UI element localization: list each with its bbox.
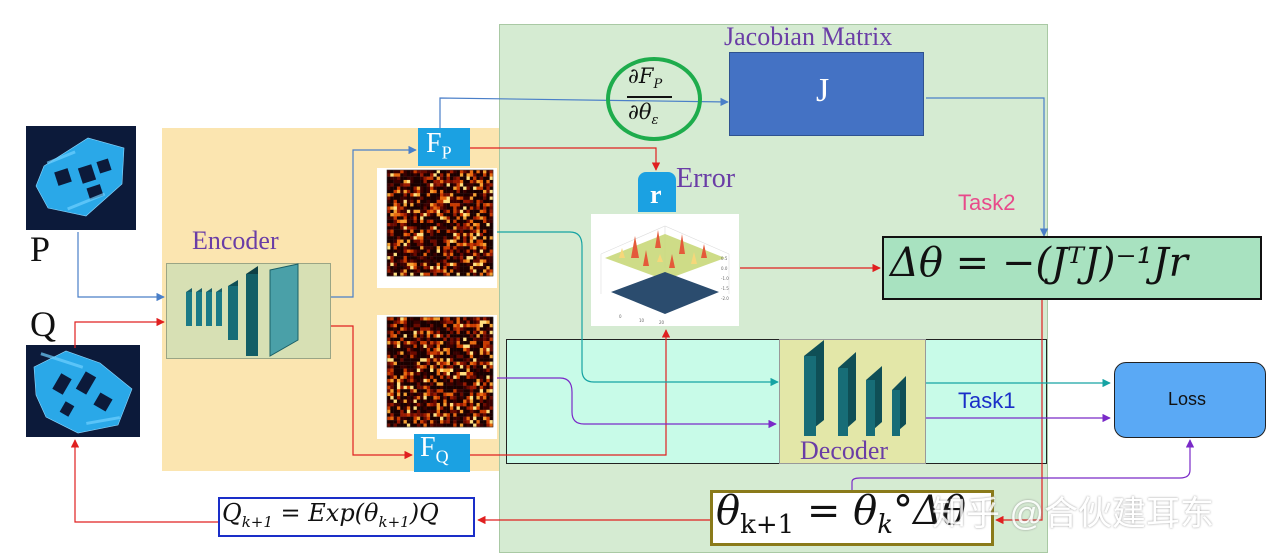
error-surface-plot-image: 0.5 0.0 -1.0 -1.5 -2.0 0 10 20 xyxy=(591,214,739,326)
svg-text:-1.0: -1.0 xyxy=(721,276,729,281)
arrow-fq-to-error xyxy=(470,329,671,456)
arrow-encoder-to-fq xyxy=(331,325,413,460)
p-label: P xyxy=(30,229,51,269)
r-residual-box xyxy=(638,172,676,212)
q-label: Q xyxy=(30,304,56,344)
svg-text:0.5: 0.5 xyxy=(721,256,728,261)
jacobian-box xyxy=(729,52,924,136)
feature-map-fp-image xyxy=(377,168,497,288)
theta-update-box xyxy=(710,490,994,546)
arrow-equation-to-update xyxy=(995,300,1043,525)
svg-text:0.0: 0.0 xyxy=(721,266,728,271)
gauss-newton-equation-box xyxy=(882,236,1262,300)
error-label: Error xyxy=(676,163,736,194)
svg-text:10: 10 xyxy=(639,318,645,323)
svg-text:-1.5: -1.5 xyxy=(721,286,729,291)
encoder-layers-icon xyxy=(186,263,299,357)
derivative-circle xyxy=(606,57,702,141)
svg-text:20: 20 xyxy=(659,320,665,325)
decoder-region xyxy=(506,339,1047,464)
svg-text:-2.0: -2.0 xyxy=(721,296,729,301)
arrow-q-to-encoder xyxy=(74,317,165,348)
arrow-fq-map-to-decoder xyxy=(497,377,777,429)
r-symbol: r xyxy=(650,180,662,209)
jacobian-symbol: J xyxy=(816,72,830,109)
arrow-p-to-encoder xyxy=(77,232,165,302)
arrow-fp-to-error xyxy=(470,147,661,171)
fq-feature-box xyxy=(414,434,470,472)
jacobian-title: Jacobian Matrix xyxy=(724,22,893,51)
loss-box xyxy=(1114,362,1266,438)
arrow-jacobian-to-equation xyxy=(926,97,1049,237)
point-cloud-q-image xyxy=(26,345,140,437)
task2-label: Task2 xyxy=(958,190,1016,215)
fq-label: FQ xyxy=(420,432,449,467)
arrow-fp-map-to-decoder xyxy=(497,231,779,387)
derivative-fraction-bar xyxy=(627,96,672,98)
fp-feature-box xyxy=(418,128,470,166)
arrow-q-update-to-q xyxy=(70,439,218,523)
point-cloud-p-image xyxy=(26,126,136,230)
decoder-label: Decoder xyxy=(800,436,889,465)
fp-label: FP xyxy=(426,128,452,163)
encoder-label: Encoder xyxy=(192,226,279,255)
derivative-denominator: ∂θε xyxy=(628,100,659,129)
q-update-equation: Qk+1 = Exp(θk+1)Q xyxy=(222,499,439,531)
task1-label: Task1 xyxy=(958,388,1016,413)
svg-text:0: 0 xyxy=(619,314,622,319)
decoder-layers-icon xyxy=(804,340,906,436)
derivative-numerator: ∂FP xyxy=(628,64,663,93)
theta-update-equation: θk+1 = θk°Δθ xyxy=(716,488,966,540)
arrow-encoder-to-fp xyxy=(331,145,417,298)
loss-label: Loss xyxy=(1168,389,1207,409)
feature-map-fq-image xyxy=(377,315,497,439)
gauss-newton-equation: Δθ = −(JᵀJ)⁻¹Jr xyxy=(890,240,1188,286)
arrow-update-to-loss xyxy=(851,439,1195,490)
q-update-box xyxy=(218,497,475,537)
watermark-text: 知乎 @合伙建耳东 xyxy=(932,495,1214,533)
